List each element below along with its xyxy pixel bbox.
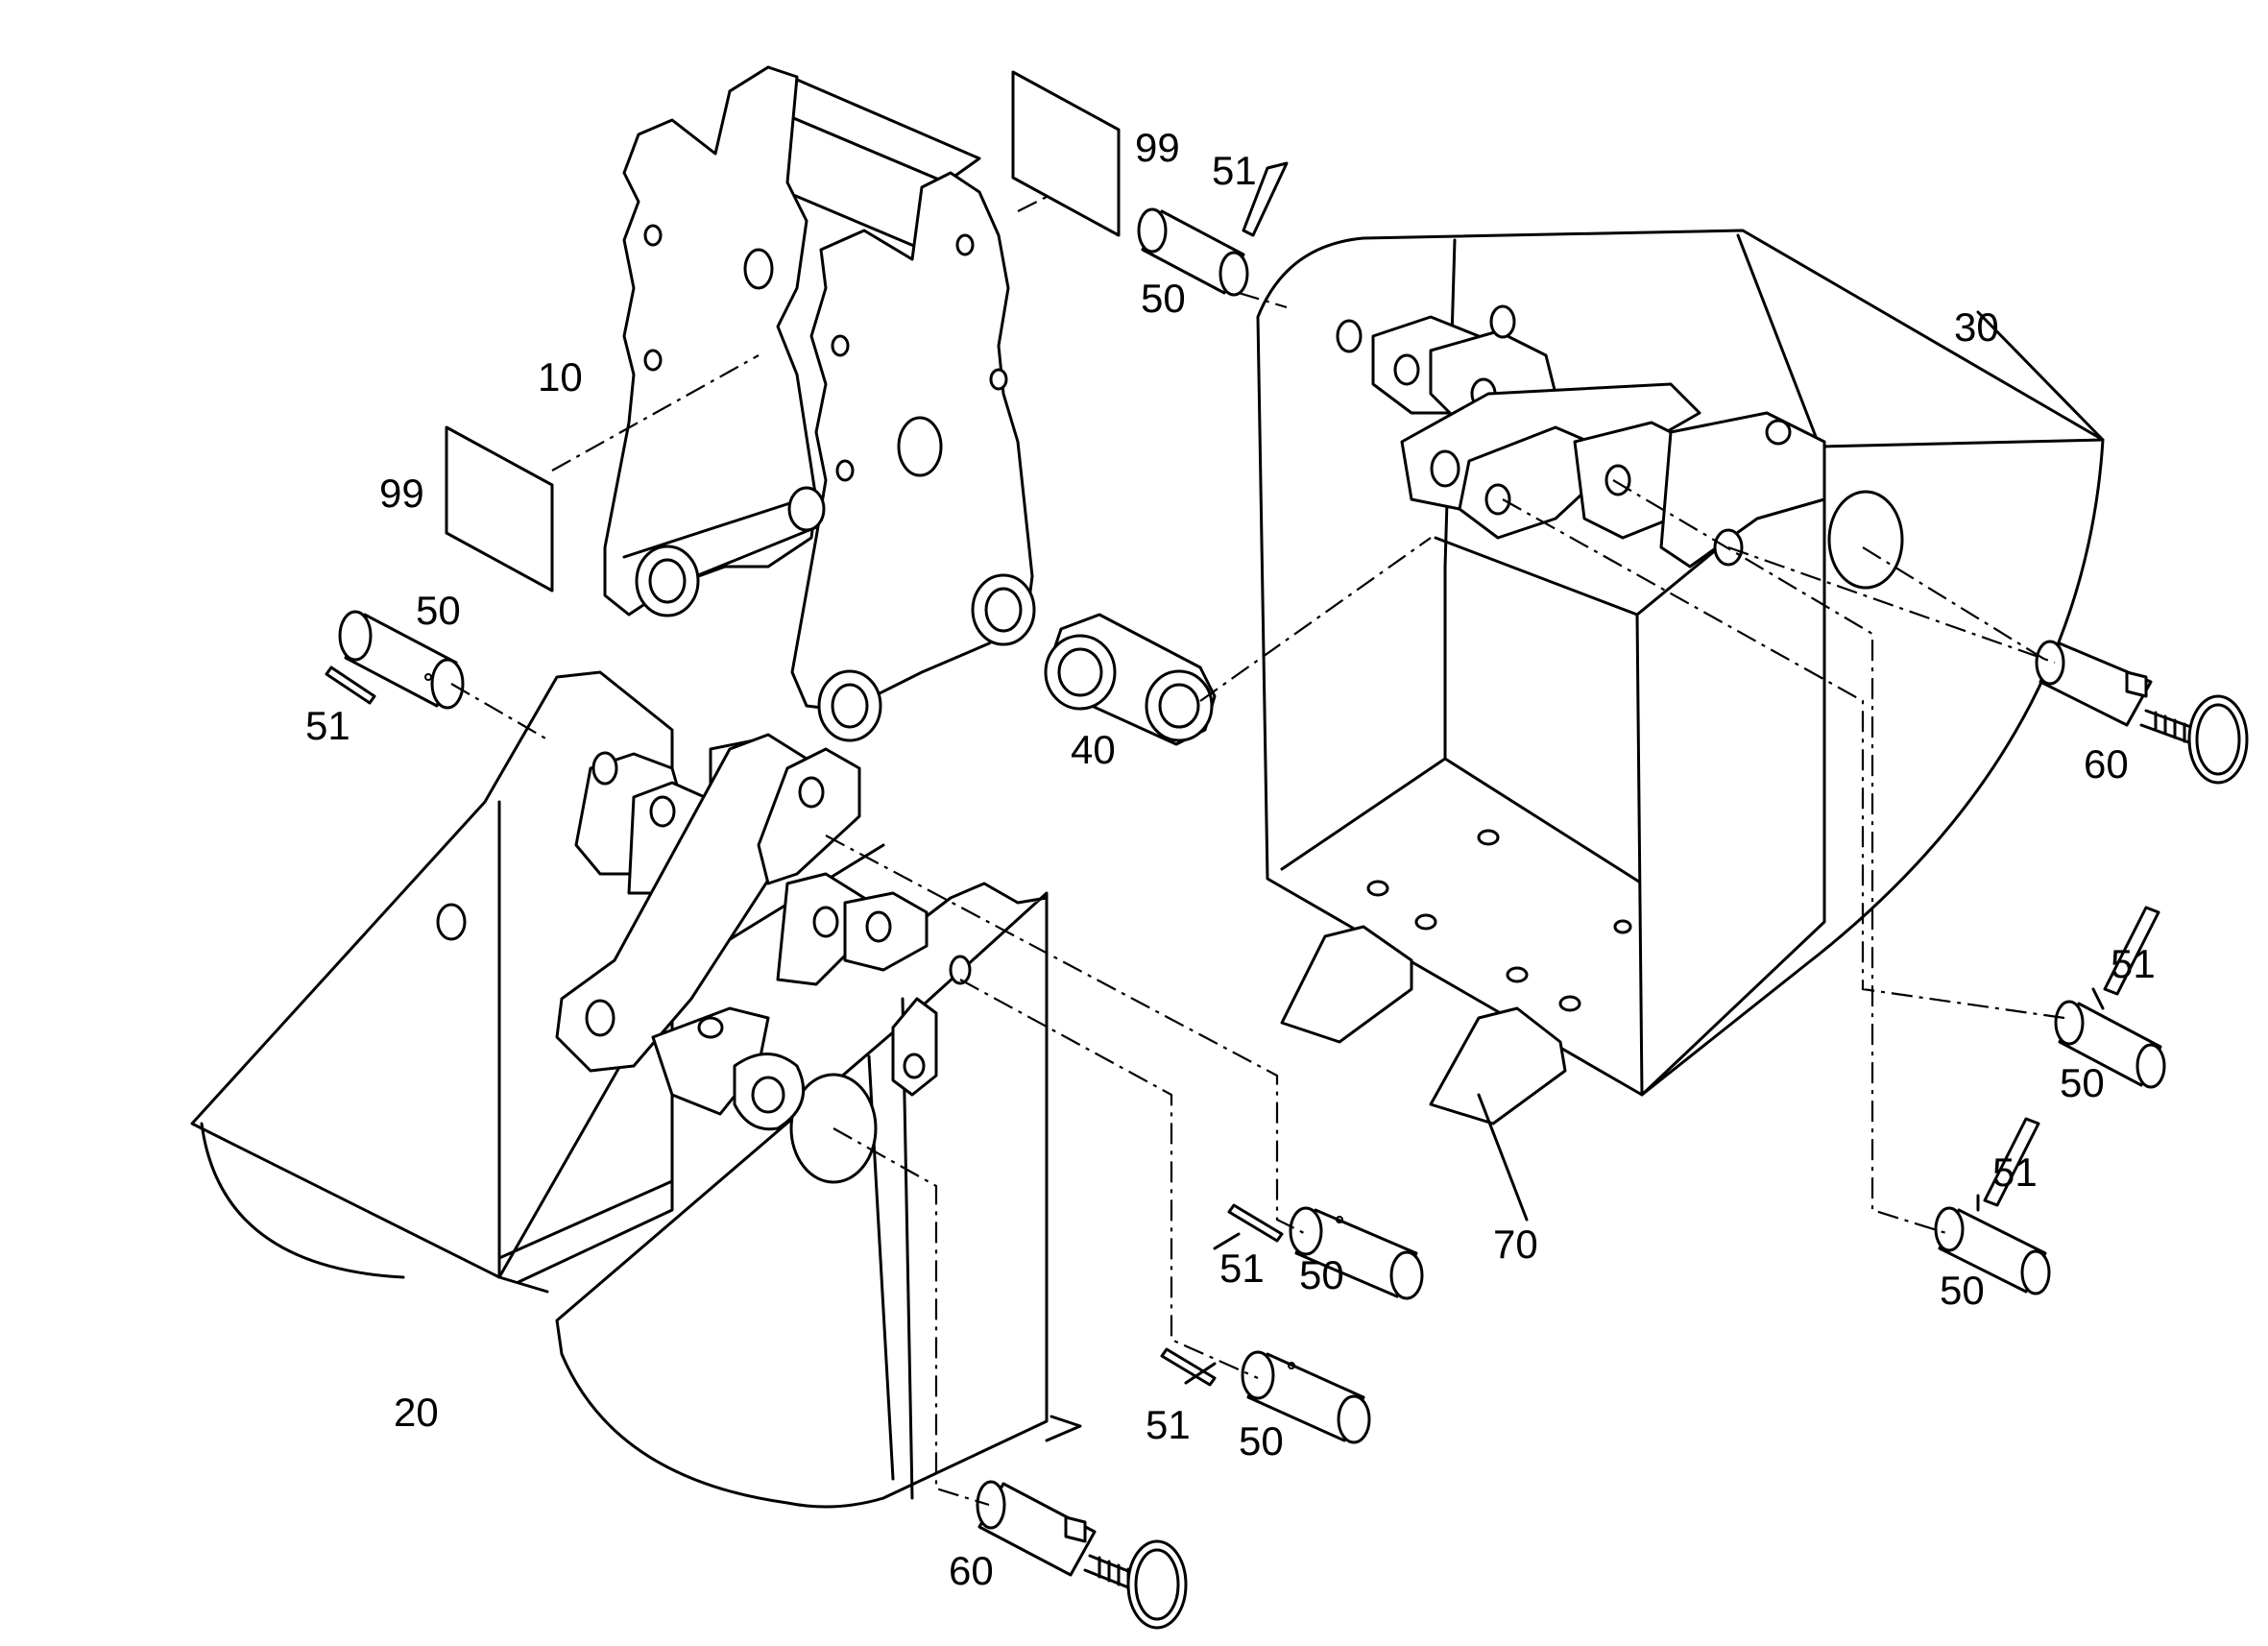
callout-50-c: 50 (1299, 1252, 1344, 1297)
callout-50-e: 50 (2060, 1060, 2105, 1105)
part-60-locking-pin-right (2035, 640, 2249, 785)
part-70-tooth-left (1280, 925, 1413, 1044)
part-30-lug-assembly (1371, 304, 1826, 569)
callout-pointers (1184, 310, 2105, 1385)
part-51-rod-f (1983, 1117, 2040, 1207)
part-50-pin-f (1934, 1206, 2051, 1295)
callout-50-a: 50 (416, 588, 461, 633)
part-99-label-plate-top (1011, 70, 1121, 237)
part-30-bucket (1256, 229, 2105, 1097)
assembly-leader-lines (450, 196, 2065, 1507)
callout-51-d: 51 (1146, 1402, 1191, 1447)
callout-60-b: 60 (949, 1548, 994, 1593)
part-51-rod-c (1227, 1203, 1284, 1243)
callout-70: 70 (1493, 1222, 1538, 1267)
callout-50-b: 50 (1141, 276, 1186, 321)
part-40-link (1044, 613, 1217, 746)
part-51-rod-b (1242, 161, 1289, 237)
part-51-rod-a (325, 666, 376, 705)
part-10-coupler (603, 65, 1036, 742)
part-60-locking-pin-left (976, 1480, 1188, 1630)
callout-51-a: 51 (305, 703, 350, 748)
part-50-pin-a (338, 610, 465, 710)
callout-51-e: 51 (2111, 941, 2156, 986)
part-51-rod-e (2103, 906, 2160, 996)
callout-50-d: 50 (1239, 1418, 1284, 1464)
callout-51-b: 51 (1212, 148, 1257, 193)
part-99-label-plate-left (445, 425, 554, 593)
callout-51-c: 51 (1219, 1246, 1265, 1291)
callout-50-f: 50 (1940, 1268, 1985, 1313)
callout-20: 20 (394, 1390, 439, 1435)
part-50-pin-d (1241, 1350, 1371, 1444)
callout-10: 10 (538, 354, 583, 399)
part-50-pin-e (2054, 1000, 2166, 1089)
part-20-bucket (190, 670, 1082, 1509)
part-51-rod-d (1160, 1347, 1217, 1387)
callout-51-f: 51 (1992, 1150, 2038, 1195)
callout-40: 40 (1071, 727, 1116, 772)
callout-99-a: 99 (379, 471, 424, 516)
part-50-pin-c (1289, 1206, 1424, 1300)
callout-labels: 10 20 30 40 50 50 50 50 50 50 51 51 51 5… (305, 125, 2156, 1593)
callout-60-a: 60 (2084, 741, 2129, 787)
callout-30: 30 (1954, 304, 1999, 350)
part-70-tooth-right (1429, 1006, 1567, 1126)
part-50-pin-b (1137, 207, 1249, 297)
callout-99-b: 99 (1135, 125, 1180, 170)
part-20-lug-assembly (436, 733, 972, 1131)
